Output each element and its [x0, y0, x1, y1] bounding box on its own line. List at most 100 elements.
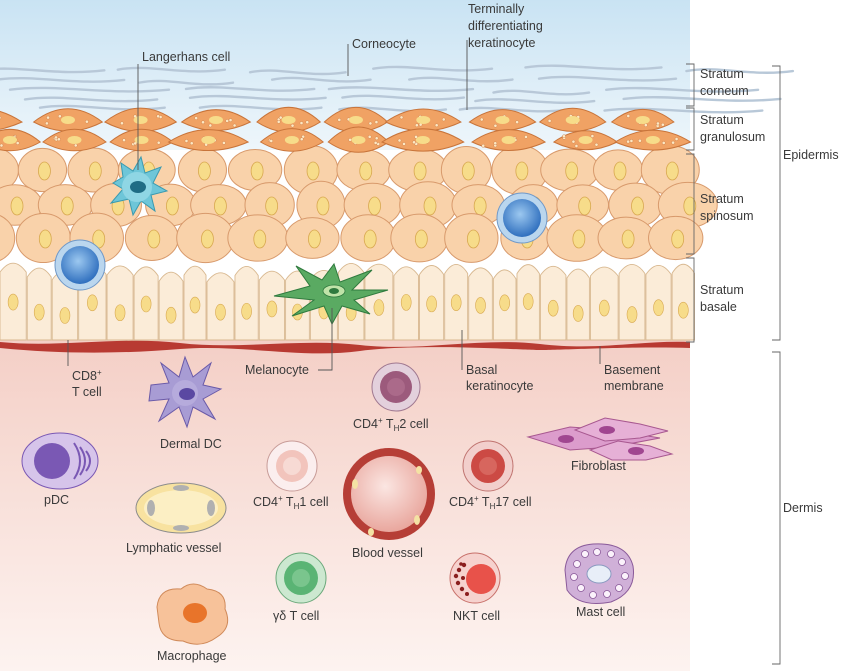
label-basal-2: keratinocyte — [466, 379, 533, 393]
basal-nucleus — [598, 299, 610, 317]
blood-vessel — [343, 448, 435, 540]
granule — [228, 118, 233, 122]
granule — [189, 141, 194, 146]
granule — [656, 121, 660, 126]
cell-labels: Langerhans cell Corneocyte Terminally di… — [44, 2, 664, 663]
basal-nucleus — [114, 304, 126, 322]
basal-cell — [158, 271, 184, 341]
basal-nucleus — [266, 300, 278, 318]
label-terminal-3: keratinocyte — [468, 36, 535, 50]
granule — [661, 141, 666, 145]
keratinocyte-nucleus — [201, 229, 214, 249]
melanocyte-cell — [273, 262, 389, 326]
label-basement-1: Basement — [604, 363, 661, 377]
corneocyte-line — [605, 86, 760, 93]
granule — [73, 143, 78, 148]
granule — [402, 142, 406, 146]
granular-nucleus — [201, 136, 216, 144]
label-cd8-t-cell-line1: CD8+ — [72, 368, 102, 383]
basement-membrane — [0, 340, 690, 354]
fibroblast-cells — [526, 417, 674, 461]
granule — [374, 136, 379, 141]
label-basale-1: Stratum — [700, 283, 744, 297]
granule — [397, 138, 402, 143]
cd4-th17-cell — [462, 440, 514, 492]
granule — [156, 114, 160, 119]
keratinocyte-nucleus — [683, 196, 697, 216]
granule — [367, 135, 372, 139]
granule — [269, 139, 274, 143]
granular-nucleus — [635, 116, 650, 124]
label-basal-1: Basal — [466, 363, 497, 377]
granular-nucleus — [3, 136, 17, 144]
keratinocyte-nucleus — [413, 161, 427, 181]
keratinocyte-nucleus — [38, 229, 52, 249]
basal-nucleus — [33, 303, 45, 321]
lymphatic-vessel — [135, 482, 227, 534]
keratinocyte-nucleus — [166, 196, 179, 216]
granular-nucleus — [415, 136, 430, 144]
granular-cell — [0, 111, 24, 130]
basal-nucleus — [678, 301, 689, 319]
basal-nucleus — [547, 299, 559, 317]
basal-nucleus — [499, 294, 510, 312]
cd8-t-cell-spinosum — [496, 192, 548, 244]
leader-lines — [67, 40, 601, 371]
granule — [415, 123, 419, 128]
granular-nucleus — [565, 116, 580, 124]
corneocyte-line — [603, 107, 764, 114]
granule — [0, 116, 2, 120]
keratinocyte-nucleus — [621, 229, 635, 249]
keratinocyte-nucleus — [253, 229, 267, 249]
granule — [0, 143, 4, 148]
label-corneum-2: corneum — [700, 84, 749, 98]
corneocyte-line — [198, 104, 323, 111]
label-spinosum-2: spinosum — [700, 209, 754, 223]
granule — [594, 142, 599, 147]
granule — [524, 135, 528, 139]
corneocyte-line — [184, 86, 316, 92]
keratinocyte-nucleus — [466, 229, 480, 249]
granule — [547, 119, 552, 123]
label-terminal-2: differentiating — [468, 19, 543, 33]
basal-nucleus — [653, 299, 664, 317]
keratinocyte-nucleus — [414, 229, 428, 249]
granule — [562, 134, 566, 139]
corneocyte-line — [8, 86, 171, 93]
basal-nucleus — [140, 295, 152, 313]
granule — [373, 141, 378, 145]
stratum-granulosum-layer — [0, 107, 692, 153]
corneocyte-line — [524, 64, 663, 71]
keratinocyte-nucleus — [515, 161, 529, 181]
label-blood-vessel: Blood vessel — [352, 546, 423, 560]
granule — [374, 120, 379, 124]
corneocyte-line — [458, 106, 570, 113]
basal-nucleus — [572, 305, 584, 322]
granule — [629, 139, 634, 143]
granular-nucleus — [645, 136, 660, 144]
granular-nucleus — [60, 116, 75, 124]
layer-labels: Stratum corneum Stratum granulosum Strat… — [700, 67, 839, 515]
granular-nucleus — [133, 116, 148, 124]
basal-cell — [566, 268, 590, 341]
keratinocyte-nucleus — [316, 196, 330, 216]
corneocyte-line — [0, 67, 106, 74]
keratinocyte-nucleus — [147, 229, 161, 249]
granule — [58, 114, 62, 119]
granule — [299, 137, 304, 141]
corneocyte-line — [327, 86, 475, 93]
granule — [368, 121, 373, 126]
label-cd4-th2-cell: CD4+ TH2 cell — [353, 416, 429, 433]
label-spinosum-1: Stratum — [700, 192, 744, 206]
granule — [133, 141, 138, 146]
corneocyte-line — [372, 65, 494, 72]
corneocyte-line — [537, 75, 678, 82]
granule — [54, 135, 58, 140]
keratinocyte-nucleus — [214, 196, 227, 216]
cd4-th1-cell — [266, 440, 318, 492]
corneocyte-line — [23, 96, 159, 103]
label-basement-2: membrane — [604, 379, 664, 393]
granule — [222, 141, 226, 145]
